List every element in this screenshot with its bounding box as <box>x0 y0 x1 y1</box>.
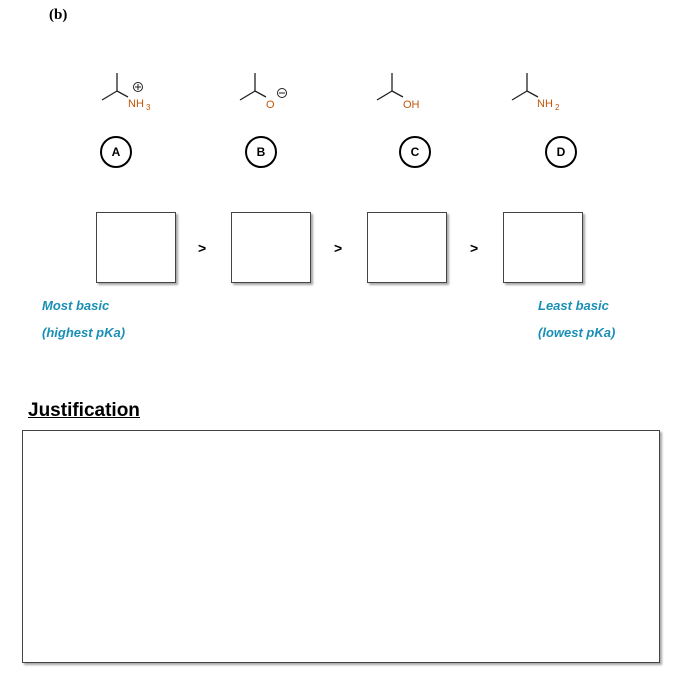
molecule-c-group-label: OH <box>403 99 420 111</box>
negative-charge-icon <box>277 88 287 98</box>
molecule-a-label: A <box>100 136 132 168</box>
part-label: (b) <box>49 7 68 23</box>
least-basic-sublabel: (lowest pKa) <box>538 325 616 340</box>
molecule-b-structure: O <box>238 62 328 122</box>
rank-box-4[interactable] <box>503 212 583 283</box>
most-basic-sublabel: (highest pKa) <box>42 325 126 340</box>
greater-than-3: > <box>470 240 479 256</box>
molecule-d-structure: NH 2 <box>510 62 600 122</box>
positive-charge-icon <box>133 82 143 92</box>
molecule-d-group-subscript: 2 <box>555 103 560 112</box>
least-basic-label: Least basic <box>538 298 609 313</box>
molecule-a-group-label: NH <box>128 98 144 110</box>
molecule-b-label: B <box>245 136 277 168</box>
greater-than-2: > <box>334 240 343 256</box>
justification-answer-box[interactable] <box>22 430 660 663</box>
rank-box-1[interactable] <box>96 212 176 283</box>
molecule-b-group-label: O <box>266 99 275 111</box>
greater-than-1: > <box>198 240 207 256</box>
molecule-d-label: D <box>545 136 577 168</box>
molecule-c-label: C <box>399 136 431 168</box>
molecule-a-structure: NH 3 <box>100 62 190 122</box>
molecule-a-group-subscript: 3 <box>146 103 151 112</box>
molecule-d-group-label: NH <box>537 98 553 110</box>
most-basic-label: Most basic <box>42 298 110 313</box>
molecule-c-structure: OH <box>375 62 465 122</box>
rank-box-3[interactable] <box>367 212 447 283</box>
rank-box-2[interactable] <box>231 212 311 283</box>
justification-title: Justification <box>28 400 140 421</box>
